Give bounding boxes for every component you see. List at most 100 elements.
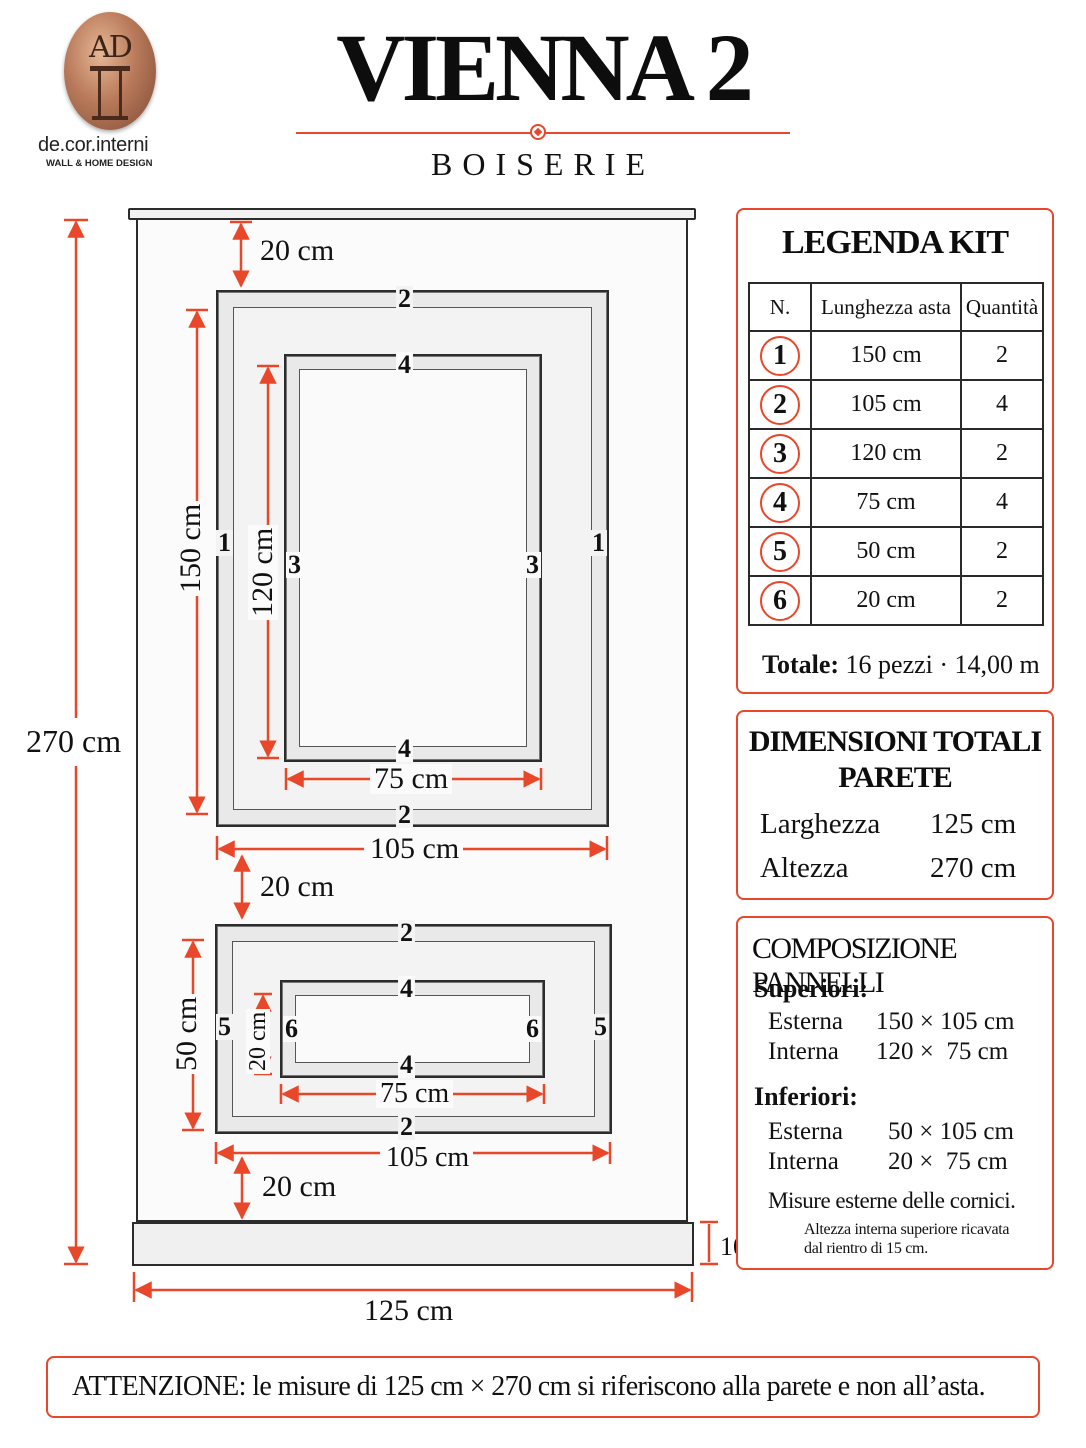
logo-monogram: AD xyxy=(89,30,133,65)
piece-number-4-lower-bottom: 4 xyxy=(398,1050,415,1079)
piece-number-5-left: 5 xyxy=(216,1012,233,1041)
lower-panels-heading: Inferiori: xyxy=(754,1082,858,1111)
quantity-cell: 2 xyxy=(960,526,1044,577)
composition-footnote-line1: Altezza interna superiore ricavata xyxy=(804,1221,1010,1238)
piece-number-4-lower-top: 4 xyxy=(398,974,415,1003)
piece-number-badge: 6 xyxy=(760,580,800,621)
wall-dimensions-title-line1: DIMENSIONI TOTALI xyxy=(748,725,1042,758)
upper-outer-label: Esterna xyxy=(768,1008,843,1035)
piece-number-1-left: 1 xyxy=(216,528,233,557)
length-cell: 50 cm xyxy=(810,526,962,577)
quantity-cell: 2 xyxy=(960,330,1044,381)
piece-number-3-right: 3 xyxy=(524,550,541,579)
lower-outer-height-label: 50 cm xyxy=(170,993,203,1074)
upper-inner-width-label: 75 cm xyxy=(370,764,453,794)
lower-inner-label: Interna xyxy=(768,1148,839,1175)
column-capital-icon xyxy=(90,66,130,71)
wall-dimensions-title-line2: PARETE xyxy=(838,761,952,794)
length-cell: 105 cm xyxy=(810,379,962,430)
table-header-row: N. Lunghezza asta Quantità xyxy=(748,282,1044,332)
length-cell: 20 cm xyxy=(810,575,962,626)
piece-number-badge: 1 xyxy=(760,335,800,376)
lower-outer-width-label: 105 cm xyxy=(382,1144,474,1172)
page-subtitle: BOISERIE xyxy=(431,146,655,182)
total-value: 16 pezzi · 14,00 m xyxy=(845,650,1040,679)
piece-number-2-top: 2 xyxy=(396,284,413,313)
lower-outer-value: 50 × 105 cm xyxy=(888,1118,1014,1145)
header-length: Lunghezza asta xyxy=(810,282,962,332)
piece-number-6-right: 6 xyxy=(524,1014,541,1043)
width-value: 125 cm xyxy=(930,808,1017,840)
kit-legend-table: N. Lunghezza asta Quantità 1 150 cm 2 2 … xyxy=(748,282,1044,626)
piece-number-5-right: 5 xyxy=(592,1012,609,1041)
upper-inner-label: Interna xyxy=(768,1038,839,1065)
page-title: VIENNA 2 xyxy=(336,14,753,121)
piece-number-badge: 4 xyxy=(760,482,800,523)
header-quantity: Quantità xyxy=(960,282,1044,332)
piece-number-2-lower-top: 2 xyxy=(398,918,415,947)
column-base-icon xyxy=(92,116,128,120)
piece-number-3-left: 3 xyxy=(286,550,303,579)
height-label: Altezza xyxy=(760,852,849,884)
height-value: 270 cm xyxy=(930,852,1017,884)
brand-tagline: WALL & HOME DESIGN xyxy=(46,158,153,169)
top-gap-label: 20 cm xyxy=(256,236,339,266)
mid-gap-label: 20 cm xyxy=(256,872,339,902)
piece-number-badge: 5 xyxy=(760,531,800,572)
kit-legend-title: LEGENDA KIT xyxy=(781,224,1009,261)
wall-width-label: 125 cm xyxy=(360,1296,458,1326)
composition-footnote-line2: dal rientro di 15 cm. xyxy=(804,1240,928,1257)
wall-dimensions-box: DIMENSIONI TOTALI PARETE Larghezza 125 c… xyxy=(736,710,1054,900)
wall-dimensions-title: DIMENSIONI TOTALI PARETE xyxy=(738,724,1052,796)
total-label: Totale: xyxy=(762,650,840,679)
width-label: Larghezza xyxy=(760,808,881,840)
lower-inner-height-label: 20 cm xyxy=(245,1008,271,1074)
quantity-cell: 4 xyxy=(960,379,1044,430)
composition-note: Misure esterne delle cornici. xyxy=(768,1188,1016,1213)
warning-banner: ATTENZIONE: le misure di 125 cm × 270 cm… xyxy=(46,1356,1040,1418)
piece-number-badge: 3 xyxy=(760,433,800,474)
bottom-gap-label: 20 cm xyxy=(258,1172,341,1202)
lower-inner-width-label: 75 cm xyxy=(376,1080,454,1108)
baseboard xyxy=(132,1222,694,1266)
upper-panels-heading: Superiori: xyxy=(754,974,869,1003)
table-row: 3 120 cm 2 xyxy=(748,428,1044,479)
length-cell: 150 cm xyxy=(810,330,962,381)
upper-outer-height-label: 150 cm xyxy=(174,500,207,596)
piece-number-2-bottom: 2 xyxy=(396,800,413,829)
header-number: N. xyxy=(748,282,812,332)
upper-inner-height-label: 120 cm xyxy=(246,524,279,620)
piece-number-2-lower-bottom: 2 xyxy=(398,1112,415,1141)
brand-logo: AD xyxy=(64,12,156,130)
table-row: 5 50 cm 2 xyxy=(748,526,1044,577)
piece-number-badge: 2 xyxy=(760,384,800,425)
composition-footnote: Altezza interna superiore ricavata dal r… xyxy=(804,1220,1010,1258)
ornament-icon xyxy=(530,124,546,140)
lower-outer-label: Esterna xyxy=(768,1118,843,1145)
piece-number-6-left: 6 xyxy=(283,1014,300,1043)
composition-title: COMPOSIZIONE PANNELLI xyxy=(752,932,958,999)
upper-inner-value: 120 × 75 cm xyxy=(876,1038,1009,1065)
top-cornice xyxy=(128,208,696,220)
quantity-cell: 4 xyxy=(960,477,1044,528)
table-row: 1 150 cm 2 xyxy=(748,330,1044,381)
kit-legend-box: LEGENDA KIT N. Lunghezza asta Quantità 1… xyxy=(736,208,1054,694)
kit-total: Totale: 16 pezzi · 14,00 m xyxy=(762,650,1040,680)
piece-number-4-bottom: 4 xyxy=(396,734,413,763)
quantity-cell: 2 xyxy=(960,428,1044,479)
panel-composition-box: COMPOSIZIONE PANNELLI Superiori: Esterna… xyxy=(736,916,1054,1270)
table-row: 2 105 cm 4 xyxy=(748,379,1044,430)
brand-name: de.cor.interni xyxy=(38,134,149,156)
upper-inner-frame xyxy=(284,354,542,762)
piece-number-4-top: 4 xyxy=(396,350,413,379)
length-cell: 75 cm xyxy=(810,477,962,528)
upper-outer-value: 150 × 105 cm xyxy=(876,1008,1015,1035)
table-row: 4 75 cm 4 xyxy=(748,477,1044,528)
wall-height-label: 270 cm xyxy=(22,725,126,757)
upper-outer-width-label: 105 cm xyxy=(366,834,464,864)
length-cell: 120 cm xyxy=(810,428,962,479)
table-row: 6 20 cm 2 xyxy=(748,575,1044,626)
lower-inner-value: 20 × 75 cm xyxy=(888,1148,1008,1175)
piece-number-1-right: 1 xyxy=(590,528,607,557)
quantity-cell: 2 xyxy=(960,575,1044,626)
